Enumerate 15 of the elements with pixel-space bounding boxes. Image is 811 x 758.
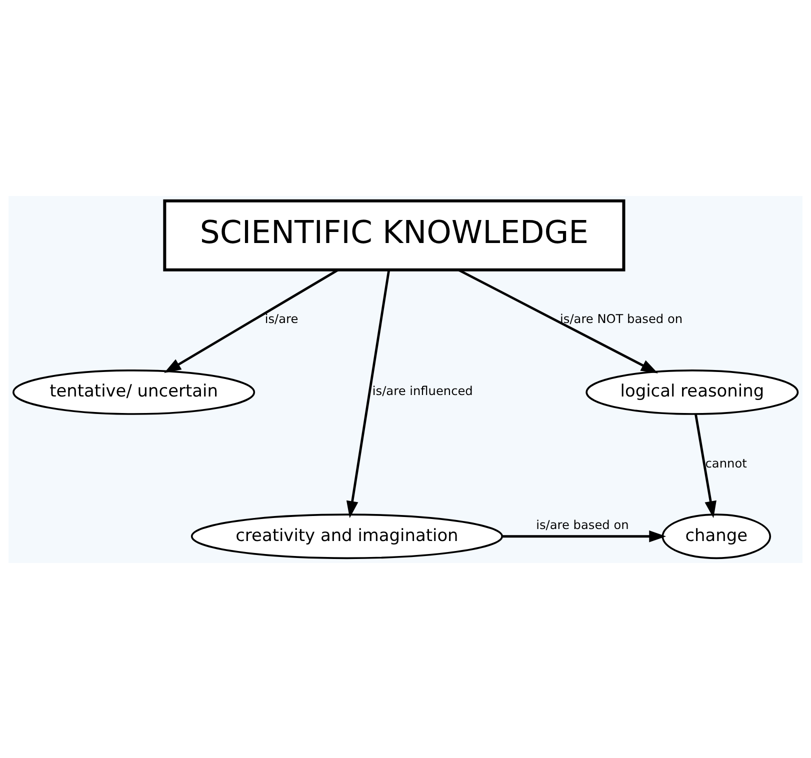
arrow (346, 270, 390, 518)
edge-label: is/are (264, 312, 298, 326)
edge-label: is/are NOT based on (560, 312, 683, 326)
arrow (458, 268, 658, 373)
edge-label: is/are based on (536, 518, 629, 532)
arrow (694, 413, 716, 518)
arrow (164, 268, 339, 373)
arrow (502, 530, 666, 542)
edge-label: is/are influenced (372, 384, 473, 398)
node-ellipse: creativity and imagination (190, 513, 503, 559)
node-ellipse: change (662, 513, 772, 559)
node-box: SCIENTIFIC KNOWLEDGE (163, 198, 626, 271)
node-ellipse: tentative/ uncertain (12, 369, 256, 414)
edge-label: cannot (705, 456, 747, 470)
node-ellipse: logical reasoning (586, 369, 799, 414)
